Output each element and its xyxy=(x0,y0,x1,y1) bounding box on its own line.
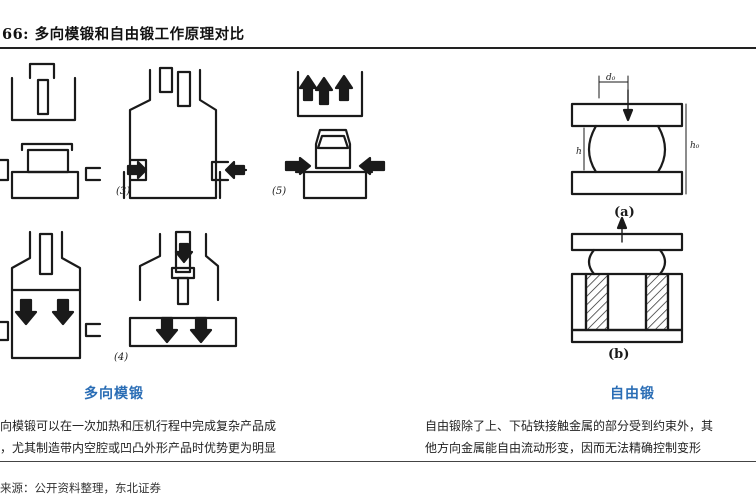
left-description-line-2: ，尤其制造带内空腔或凹凸外形产品时优势更为明显 xyxy=(0,441,277,455)
left-description-line-1: 向模锻可以在一次加热和压机行程中完成复杂产品成 xyxy=(0,419,277,433)
right-caption: 自由锻 xyxy=(610,386,655,402)
forging-step-1 xyxy=(0,62,102,200)
forging-step-5 xyxy=(128,230,238,348)
open-die-forging-illustration: d₀ h h₀ (a) xyxy=(570,73,700,362)
right-description-line-2: 他方向金属能自由流动形变，因而无法精确控制变形 xyxy=(425,441,702,455)
figure-b-label: (b) xyxy=(608,347,629,362)
figure-a-label: (a) xyxy=(614,205,635,220)
right-description: 自由锻除了上、下砧铁接触金属的部分受到约束外，其 他方向金属能自由流动形变，因而… xyxy=(425,415,713,459)
bottom-rule xyxy=(0,461,756,462)
figure-b xyxy=(570,216,684,344)
multidirectional-forging-illustration xyxy=(0,62,386,360)
top-rule xyxy=(0,47,756,49)
forging-step-2 xyxy=(122,66,248,200)
forging-step-3 xyxy=(284,70,386,200)
dimension-h-label: h xyxy=(576,147,582,157)
dimension-d0-label: d₀ xyxy=(606,73,616,83)
step-label-3: (3) xyxy=(116,186,130,197)
step-label-4: (4) xyxy=(114,352,128,363)
dimension-h0-label: h₀ xyxy=(690,141,700,151)
right-description-line-1: 自由锻除了上、下砧铁接触金属的部分受到约束外，其 xyxy=(425,419,714,433)
source-note: 来源：公开资料整理，东北证券 xyxy=(0,481,161,494)
left-caption: 多向模锻 xyxy=(84,386,144,402)
step-label-5: (5) xyxy=(272,186,286,197)
forging-step-4 xyxy=(0,230,102,360)
left-description: 向模锻可以在一次加热和压机行程中完成复杂产品成 ，尤其制造带内空腔或凹凸外形产品… xyxy=(0,415,276,459)
figure-title: 66: 多向模锻和自由锻工作原理对比 xyxy=(2,26,245,43)
figure-a: d₀ h h₀ xyxy=(570,73,700,196)
